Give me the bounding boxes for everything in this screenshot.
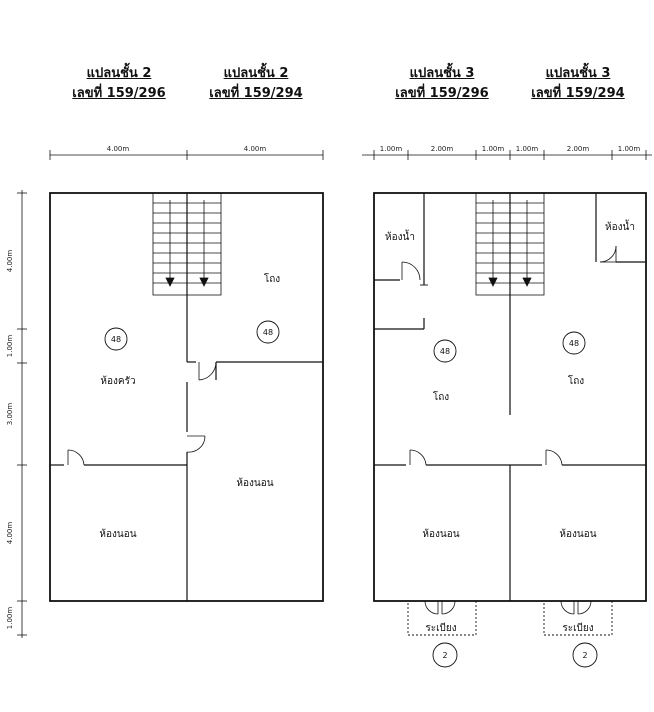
label-balcony-right: ระเบียง bbox=[562, 622, 593, 634]
label-bedroom-f2-left: ห้องนอน bbox=[99, 528, 136, 540]
title-floor3-left-number: เลขที่ 159/296 bbox=[395, 86, 489, 101]
title-floor2-left: แปลนชั้น 2 เลขที่ 159/296 bbox=[64, 64, 174, 104]
title-floor3-right-name: แปลนชั้น 3 bbox=[545, 66, 611, 81]
dimension-labels: 4.00m 4.00m 1.00m 2.00m 1.00m 1.00m 2.00… bbox=[6, 145, 640, 629]
floor2-plan bbox=[49, 192, 324, 602]
balcony-tag-left-circle bbox=[432, 642, 458, 668]
tag-48-hall-f3-right: 48 bbox=[569, 339, 579, 348]
dim-f3-top-1: 2.00m bbox=[431, 145, 454, 153]
tag-48-hall-f2: 48 bbox=[263, 328, 273, 337]
dim-f3-top-3: 1.00m bbox=[516, 145, 539, 153]
dim-f3-top-2: 1.00m bbox=[482, 145, 505, 153]
title-floor3-left-name: แปลนชั้น 3 bbox=[409, 66, 475, 81]
title-floor3-left: แปลนชั้น 3 เลขที่ 159/296 bbox=[387, 64, 497, 104]
floor3-tag-right-circle bbox=[562, 331, 586, 355]
title-floor2-left-number: เลขที่ 159/296 bbox=[72, 86, 166, 101]
dim-left-1: 1.00m bbox=[6, 335, 14, 358]
balcony-tag-right-circle bbox=[572, 642, 598, 668]
dim-left-3: 4.00m bbox=[6, 522, 14, 545]
dimension-line-floor3-top bbox=[362, 150, 652, 160]
label-bedroom-f2-right: ห้องนอน bbox=[236, 477, 273, 489]
floor3-plan bbox=[373, 192, 647, 668]
dim-left-0: 4.00m bbox=[6, 250, 14, 273]
room-labels: ห้องครัว โถง ห้องนอน ห้องนอน ห้องน้ำ ห้อ… bbox=[99, 219, 635, 634]
label-bathroom-f3-right: ห้องน้ำ bbox=[605, 219, 635, 233]
floor2-tag-kitchen-circle bbox=[104, 327, 128, 351]
dim-f3-top-0: 1.00m bbox=[380, 145, 403, 153]
label-balcony-left: ระเบียง bbox=[425, 622, 456, 634]
tag-48-kitchen: 48 bbox=[111, 335, 121, 344]
floor2-doors bbox=[67, 361, 217, 466]
dim-f3-top-5: 1.00m bbox=[618, 145, 641, 153]
title-floor3-right: แปลนชั้น 3 เลขที่ 159/294 bbox=[523, 64, 633, 104]
floor2-stairs bbox=[152, 192, 222, 296]
balcony-right-outline bbox=[543, 600, 613, 636]
tag-2-balcony-left: 2 bbox=[442, 651, 447, 660]
dimension-line-floor2-top bbox=[49, 150, 324, 160]
dim-f3-top-4: 2.00m bbox=[567, 145, 590, 153]
label-hall-f2: โถง bbox=[264, 272, 280, 285]
title-floor2-right: แปลนชั้น 2 เลขที่ 159/294 bbox=[201, 64, 311, 104]
title-floor3-right-number: เลขที่ 159/294 bbox=[531, 86, 625, 101]
tag-2-balcony-right: 2 bbox=[582, 651, 587, 660]
balcony-left-outline bbox=[407, 600, 477, 636]
dim-f2-top-1: 4.00m bbox=[244, 145, 267, 153]
tag-numbers: 48 48 48 48 2 2 bbox=[111, 328, 588, 660]
title-floor2-right-name: แปลนชั้น 2 bbox=[223, 66, 289, 81]
dim-f2-top-0: 4.00m bbox=[107, 145, 130, 153]
floor3-stairs bbox=[475, 192, 545, 296]
label-hall-f3-left: โถง bbox=[433, 390, 449, 403]
label-bedroom-f3-left: ห้องนอน bbox=[422, 528, 459, 540]
floor3-doors bbox=[401, 245, 617, 615]
title-floor2-left-name: แปลนชั้น 2 bbox=[86, 66, 152, 81]
label-bathroom-f3-left: ห้องน้ำ bbox=[385, 229, 415, 243]
label-bedroom-f3-right: ห้องนอน bbox=[559, 528, 596, 540]
label-kitchen: ห้องครัว bbox=[100, 375, 135, 387]
dim-left-4: 1.00m bbox=[6, 607, 14, 630]
title-floor2-right-number: เลขที่ 159/294 bbox=[209, 86, 303, 101]
tag-48-hall-f3-left: 48 bbox=[440, 347, 450, 356]
floor2-tag-hall-circle bbox=[256, 320, 280, 344]
dimension-line-left bbox=[17, 190, 27, 638]
label-hall-f3-right: โถง bbox=[568, 374, 584, 387]
dim-left-2: 3.00m bbox=[6, 403, 14, 426]
floor3-tag-left-circle bbox=[433, 339, 457, 363]
